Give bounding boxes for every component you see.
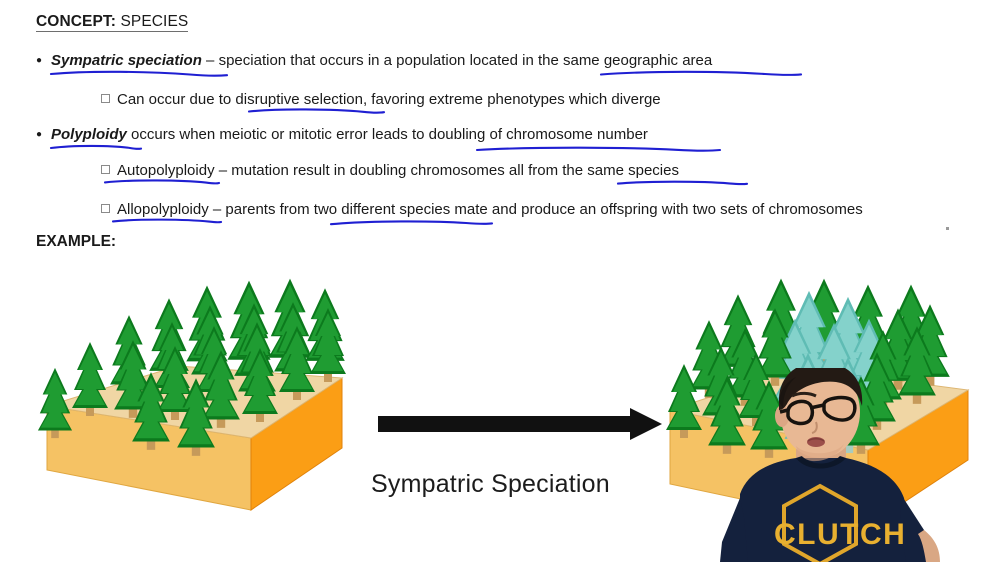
glasses (779, 395, 857, 426)
bullet-dash: – (201, 52, 219, 69)
underline-autopolyploidy (103, 178, 221, 187)
page-title: CONCEPT: SPECIES (36, 13, 189, 32)
presenter-figure: CLUTCH (720, 368, 940, 562)
transition-arrow (378, 408, 662, 440)
bullet-marker-icon (36, 126, 51, 143)
stray-mark (946, 227, 949, 230)
habitat-block-before (37, 278, 346, 511)
bullet-text: occurs when meiotic or mitotic error lea… (131, 126, 648, 143)
bullet-square-icon (101, 201, 117, 218)
arrow-label: Sympatric Speciation (371, 470, 610, 498)
bullet-term: Sympatric speciation (51, 52, 202, 69)
underline-polyploidy (49, 143, 143, 152)
bullet-disruptive-selection: Can occur due to disruptive selection, f… (101, 91, 661, 108)
bullet-text: parents from two different species mate … (225, 201, 863, 218)
bullet-text: speciation that occurs in a population l… (218, 52, 713, 69)
underline-the-same-species (616, 179, 749, 188)
bullet-square-icon (101, 162, 117, 179)
underline-allopolyploidy (111, 217, 223, 226)
bullet-marker-icon (36, 52, 51, 69)
presenter-video-overlay[interactable]: CLUTCH (700, 368, 940, 562)
underline-same-geographic-area (599, 69, 803, 78)
underline-disruptive-selection (247, 107, 386, 116)
concept-label: CONCEPT: (36, 13, 117, 30)
bullet-text: mutation result in doubling chromosomes … (231, 162, 679, 179)
clutch-hexagon-logo (782, 483, 858, 562)
bullet-square-icon (101, 91, 117, 108)
bullet-polyploidy: Polyploidy occurs when meiotic or mitoti… (36, 126, 648, 143)
underline-two-different-species (329, 219, 494, 228)
bullet-autopolyploidy: Autopolyploidy – mutation result in doub… (101, 162, 679, 179)
shirt-logo-text: CLUTCH (774, 518, 906, 551)
underline-doubling-of-chromosome-number (475, 145, 722, 154)
bullet-term: Polyploidy (51, 126, 127, 143)
bullet-dash: – (208, 201, 226, 218)
bullet-dash: – (214, 162, 232, 179)
concept-topic: SPECIES (120, 13, 189, 30)
underline-sympatric-speciation (49, 69, 229, 78)
bullet-term: Autopolyploidy (117, 162, 215, 179)
example-label: EXAMPLE: (36, 233, 117, 250)
bullet-sympatric-speciation: Sympatric speciation – speciation that o… (36, 52, 712, 69)
bullet-term: Allopolyploidy (117, 201, 209, 218)
bullet-allopolyploidy: Allopolyploidy – parents from two differ… (101, 201, 863, 218)
bullet-text: Can occur due to disruptive selection, f… (117, 91, 661, 108)
